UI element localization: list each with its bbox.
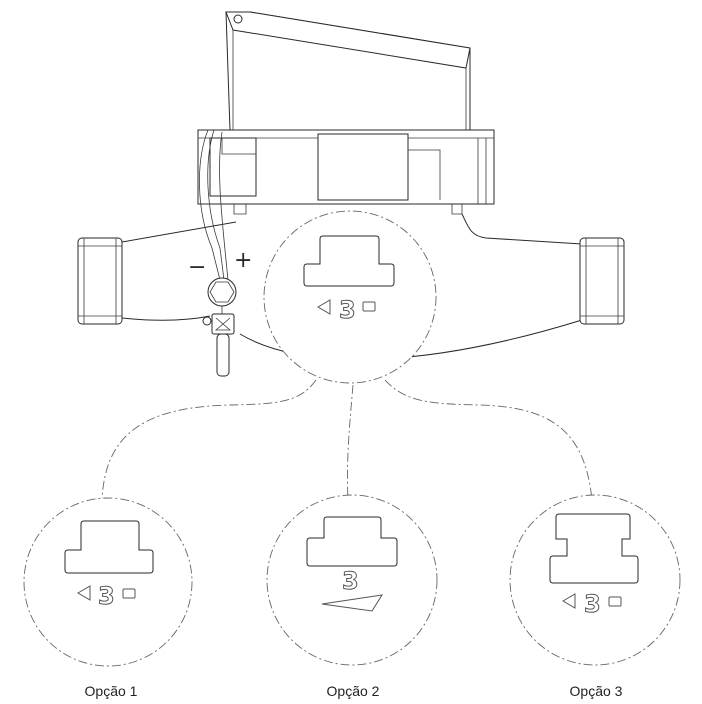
option-1-circle: 3 [23,497,193,667]
security-seal [199,129,237,377]
digit-main: 3 [339,296,356,324]
detail-circle-main: 3 [263,210,437,384]
digit-option-3: 3 [584,590,601,618]
plus-sign: + [234,248,252,273]
detail-block-main [303,235,395,287]
flow-arrow [321,594,383,612]
option-2-circle: 3 [266,494,438,666]
left-connector [77,237,123,325]
option-3-circle: 3 [509,494,681,666]
meter-lid [225,11,471,131]
right-connector [579,237,625,325]
digit-option-1: 3 [98,582,115,610]
leader-lines [101,379,593,503]
option-1-label: Opção 1 [85,683,138,699]
option-2-block [306,516,398,567]
option-3-label: Opção 3 [570,683,623,699]
meter-body: − + [77,11,625,377]
option-3-block [549,513,639,584]
option-2-label: Opção 2 [327,683,380,699]
digit-option-2: 3 [342,567,359,595]
option-1-block [64,520,154,574]
minus-sign: − [188,255,206,280]
register-housing [197,129,495,215]
